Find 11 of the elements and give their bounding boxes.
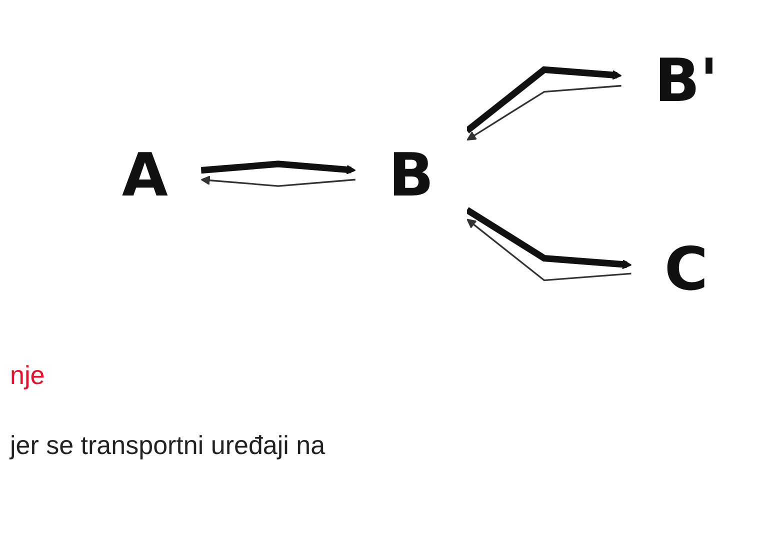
arrow bbox=[465, 207, 632, 270]
arrow bbox=[466, 84, 622, 141]
note-text: nje bbox=[10, 360, 45, 391]
arrow bbox=[200, 176, 356, 187]
arrow bbox=[466, 218, 632, 282]
node-text: C bbox=[664, 234, 708, 304]
node-text: B bbox=[388, 140, 434, 210]
node-text: B' bbox=[654, 46, 718, 116]
note-text: jer se transportni uređaji na bbox=[10, 430, 326, 461]
node-text: A bbox=[122, 140, 168, 210]
arrow bbox=[200, 160, 356, 174]
